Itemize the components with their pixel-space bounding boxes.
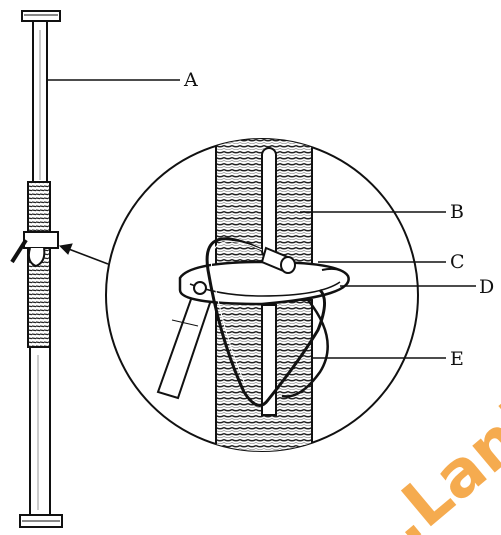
tube-slot-lower bbox=[261, 304, 277, 416]
top-plate bbox=[21, 10, 61, 22]
full-prop bbox=[10, 10, 63, 528]
detail-view bbox=[156, 139, 350, 451]
leader-lines bbox=[48, 79, 476, 359]
zoom-arrow bbox=[58, 243, 109, 265]
label-e: E bbox=[450, 348, 464, 370]
label-d: D bbox=[479, 276, 494, 298]
outer-tube bbox=[29, 346, 51, 518]
collar bbox=[23, 231, 59, 249]
collar-pivot bbox=[193, 281, 207, 295]
label-c: C bbox=[450, 251, 465, 273]
retaining-wire bbox=[205, 237, 326, 407]
label-a: A bbox=[183, 69, 198, 91]
tube-slot-upper bbox=[261, 147, 277, 259]
handle bbox=[10, 238, 28, 264]
label-b: B bbox=[450, 201, 464, 223]
